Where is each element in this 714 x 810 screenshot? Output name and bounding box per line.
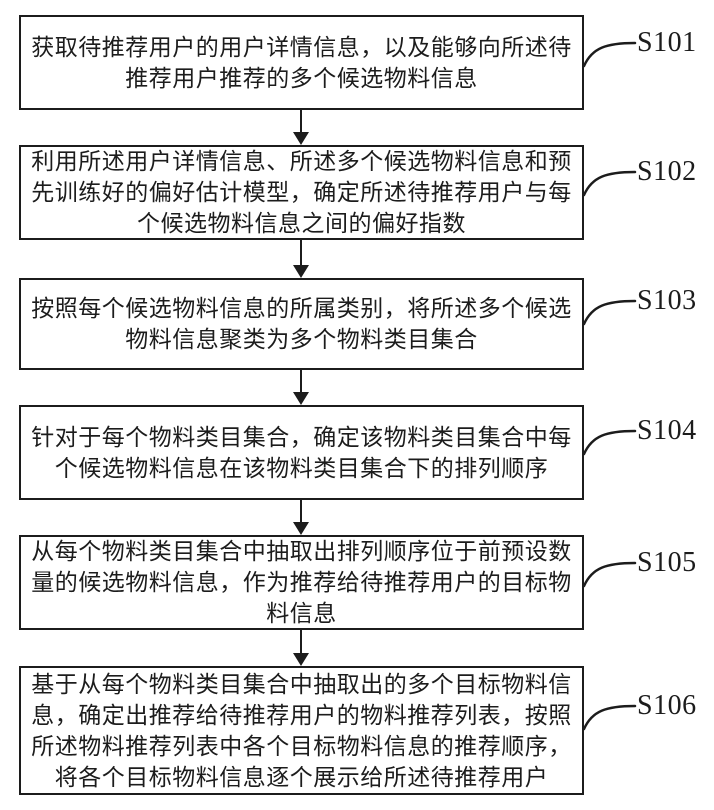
step-box-s105: 从每个物料类目集合中抽取出排列顺序位于前预设数 量的候选物料信息，作为推荐给待推… — [19, 535, 584, 630]
leader-curve-s106 — [582, 704, 637, 731]
step-box-s104: 针对于每个物料类目集合，确定该物料类目集合中每 个候选物料信息在该物料类目集合下… — [19, 405, 584, 500]
step-text-s103: 按照每个候选物料信息的所属类别，将所述多个候选 物料信息聚类为多个物料类目集合 — [31, 296, 572, 352]
flow-arrow-4 — [0, 500, 714, 535]
leader-curve-s103 — [582, 299, 637, 326]
flow-arrow-1 — [0, 110, 714, 145]
step-label-s103: S103 — [637, 285, 697, 316]
flowchart-step-s106: 基于从每个物料类目集合中抽取出的多个目标物料信 息，确定出推荐给待推荐用户的物料… — [0, 666, 714, 795]
arrow-shaft — [300, 110, 302, 132]
arrow-head-icon — [293, 392, 309, 405]
step-box-s103: 按照每个候选物料信息的所属类别，将所述多个候选 物料信息聚类为多个物料类目集合 — [19, 278, 584, 370]
arrow-shaft — [300, 630, 302, 653]
arrow-shaft — [300, 370, 302, 392]
step-text-s104: 针对于每个物料类目集合，确定该物料类目集合中每 个候选物料信息在该物料类目集合下… — [31, 424, 572, 481]
leader-curve-s101 — [582, 41, 637, 68]
step-box-s101: 获取待推荐用户的用户详情信息，以及能够向所述待 推荐用户推荐的多个候选物料信息 — [19, 15, 584, 110]
flowchart-step-s104: 针对于每个物料类目集合，确定该物料类目集合中每 个候选物料信息在该物料类目集合下… — [0, 405, 714, 500]
step-box-s102: 利用所述用户详情信息、所述多个候选物料信息和预 先训练好的偏好估计模型，确定所述… — [19, 145, 584, 240]
flowchart-step-s105: 从每个物料类目集合中抽取出排列顺序位于前预设数 量的候选物料信息，作为推荐给待推… — [0, 535, 714, 630]
step-text-s101: 获取待推荐用户的用户详情信息，以及能够向所述待 推荐用户推荐的多个候选物料信息 — [31, 34, 572, 91]
arrow-head-icon — [293, 653, 309, 666]
arrow-shaft — [300, 500, 302, 522]
flowchart-step-s103: 按照每个候选物料信息的所属类别，将所述多个候选 物料信息聚类为多个物料类目集合 … — [0, 278, 714, 370]
step-label-s101: S101 — [637, 27, 697, 58]
flow-arrow-2 — [0, 240, 714, 278]
step-label-s104: S104 — [637, 415, 697, 446]
step-label-s102: S102 — [637, 156, 697, 187]
step-label-s105: S105 — [637, 547, 697, 578]
arrow-shaft — [300, 240, 302, 265]
step-text-s106: 基于从每个物料类目集合中抽取出的多个目标物料信 息，确定出推荐给待推荐用户的物料… — [31, 671, 572, 790]
step-label-s106: S106 — [637, 690, 697, 721]
step-text-s102: 利用所述用户详情信息、所述多个候选物料信息和预 先训练好的偏好估计模型，确定所述… — [31, 149, 572, 236]
leader-curve-s104 — [582, 429, 637, 456]
flow-arrow-5 — [0, 630, 714, 666]
arrow-head-icon — [293, 132, 309, 145]
leader-curve-s102 — [582, 170, 637, 197]
step-box-s106: 基于从每个物料类目集合中抽取出的多个目标物料信 息，确定出推荐给待推荐用户的物料… — [19, 666, 584, 795]
flowchart-step-s102: 利用所述用户详情信息、所述多个候选物料信息和预 先训练好的偏好估计模型，确定所述… — [0, 145, 714, 240]
step-text-s105: 从每个物料类目集合中抽取出排列顺序位于前预设数 量的候选物料信息，作为推荐给待推… — [31, 539, 572, 626]
flow-arrow-3 — [0, 370, 714, 405]
leader-curve-s105 — [582, 561, 637, 588]
arrow-head-icon — [293, 265, 309, 278]
arrow-head-icon — [293, 522, 309, 535]
flowchart-step-s101: 获取待推荐用户的用户详情信息，以及能够向所述待 推荐用户推荐的多个候选物料信息 … — [0, 15, 714, 110]
